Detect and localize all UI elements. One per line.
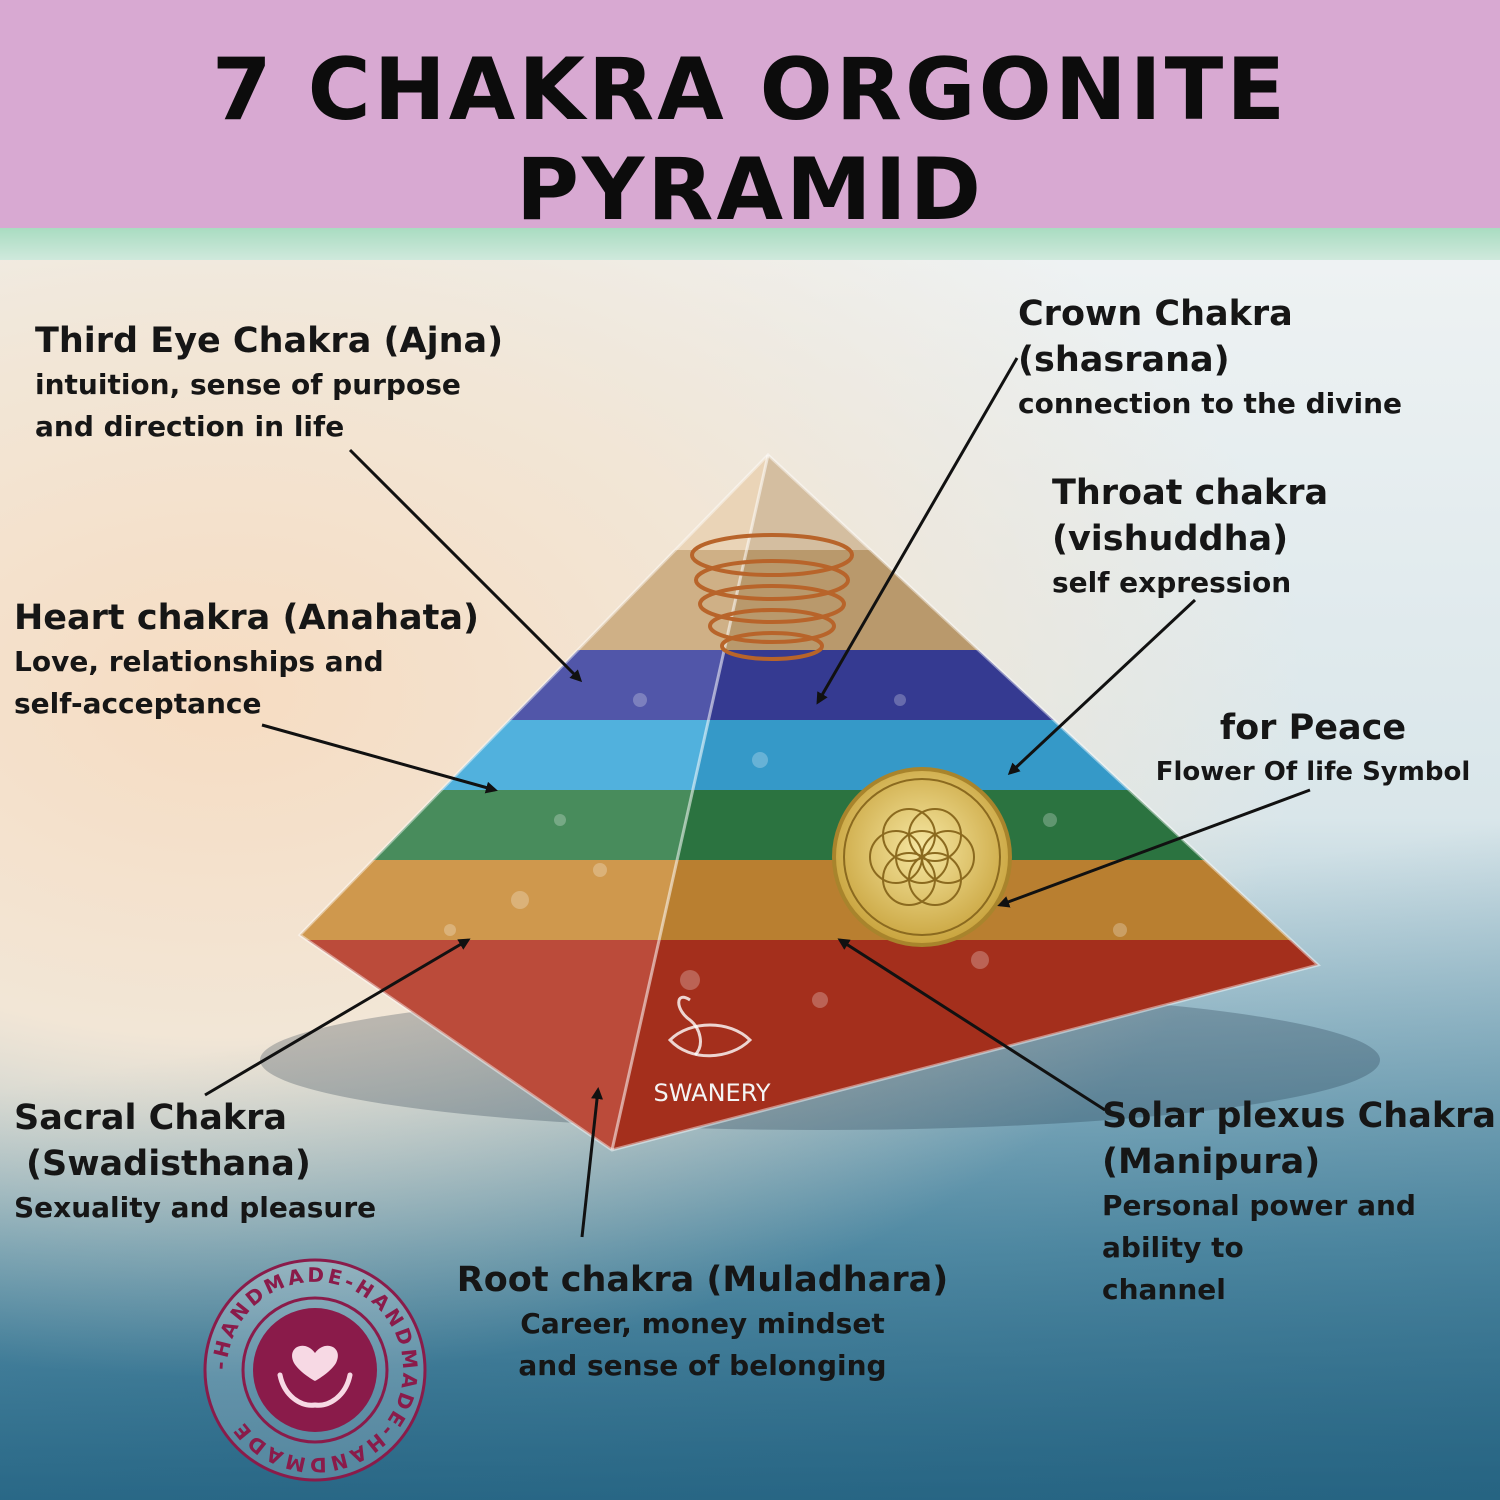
root-heading: Root chakra (Muladhara) (456, 1260, 949, 1300)
sacral-heading-2: (Swadisthana) (26, 1144, 311, 1184)
leader-peace (997, 788, 1311, 908)
header-banner (0, 0, 1500, 228)
flower-of-life-icon (832, 767, 1012, 947)
heart-desc-1: Love, relationships and (14, 645, 384, 678)
sacral-desc-1: Sexuality and pleasure (14, 1191, 377, 1224)
brand-name: SWANERY (654, 1079, 771, 1107)
crown-heading-2: (shasrana) (1018, 340, 1230, 380)
sacral-heading-1: Sacral Chakra (14, 1098, 288, 1138)
crown-desc-1: connection to the divine (1018, 387, 1403, 420)
label-peace: for Peace Flower Of life Symbol (1138, 705, 1488, 793)
label-third-eye: Third Eye Chakra (Ajna) intuition, sense… (35, 318, 503, 448)
label-sacral: Sacral Chakra (Swadisthana) Sexuality an… (14, 1095, 376, 1229)
peace-desc-1: Flower Of life Symbol (1155, 757, 1471, 787)
solar-heading-2: (Manipura) (1102, 1142, 1321, 1182)
label-heart: Heart chakra (Anahata) Love, relationshi… (14, 595, 479, 725)
copper-coil-icon (690, 533, 854, 661)
label-solar: Solar plexus Chakra (Manipura) Personal … (1102, 1093, 1496, 1311)
leader-heart (261, 723, 498, 794)
third-eye-heading: Third Eye Chakra (Ajna) (35, 321, 504, 361)
leader-solar (837, 938, 1106, 1112)
leader-root (580, 1087, 603, 1238)
heart-heading: Heart chakra (Anahata) (14, 598, 479, 638)
page-title: 7 CHAKRA ORGONITE PYRAMID (211, 40, 1289, 240)
label-throat: Throat chakra (vishuddha) self expressio… (1052, 470, 1328, 604)
handmade-stamp: -HANDMADE-HANDMADE-HANDMADE (203, 1258, 427, 1482)
root-desc-1: Career, money mindset (520, 1307, 885, 1340)
leader-crown (816, 357, 1019, 705)
peace-heading: for Peace (1219, 708, 1407, 748)
swan-logo-icon (667, 996, 753, 1058)
leader-third-eye (348, 448, 583, 683)
leader-lines (204, 357, 1311, 1238)
third-eye-desc-1: intuition, sense of purpose (35, 368, 461, 401)
heart-hands-icon (277, 1345, 353, 1408)
throat-desc-1: self expression (1052, 566, 1292, 599)
leader-sacral (204, 938, 471, 1097)
throat-heading-2: (vishuddha) (1052, 519, 1289, 559)
pyramid-edge (610, 454, 770, 1151)
root-desc-2: and sense of belonging (518, 1349, 887, 1382)
solar-desc-2: ability to (1102, 1231, 1244, 1264)
leader-throat (1007, 598, 1197, 776)
throat-heading-1: Throat chakra (1052, 473, 1329, 513)
solar-desc-1: Personal power and (1102, 1189, 1416, 1222)
heart-desc-2: self-acceptance (14, 687, 262, 720)
solar-heading-1: Solar plexus Chakra (1102, 1096, 1496, 1136)
label-crown: Crown Chakra (shasrana) connection to th… (1018, 291, 1402, 425)
third-eye-desc-2: and direction in life (35, 410, 345, 443)
crown-heading-1: Crown Chakra (1018, 294, 1293, 334)
header-strip (0, 228, 1500, 260)
solar-desc-3: channel (1102, 1273, 1226, 1306)
label-root: Root chakra (Muladhara) Career, money mi… (450, 1257, 955, 1387)
